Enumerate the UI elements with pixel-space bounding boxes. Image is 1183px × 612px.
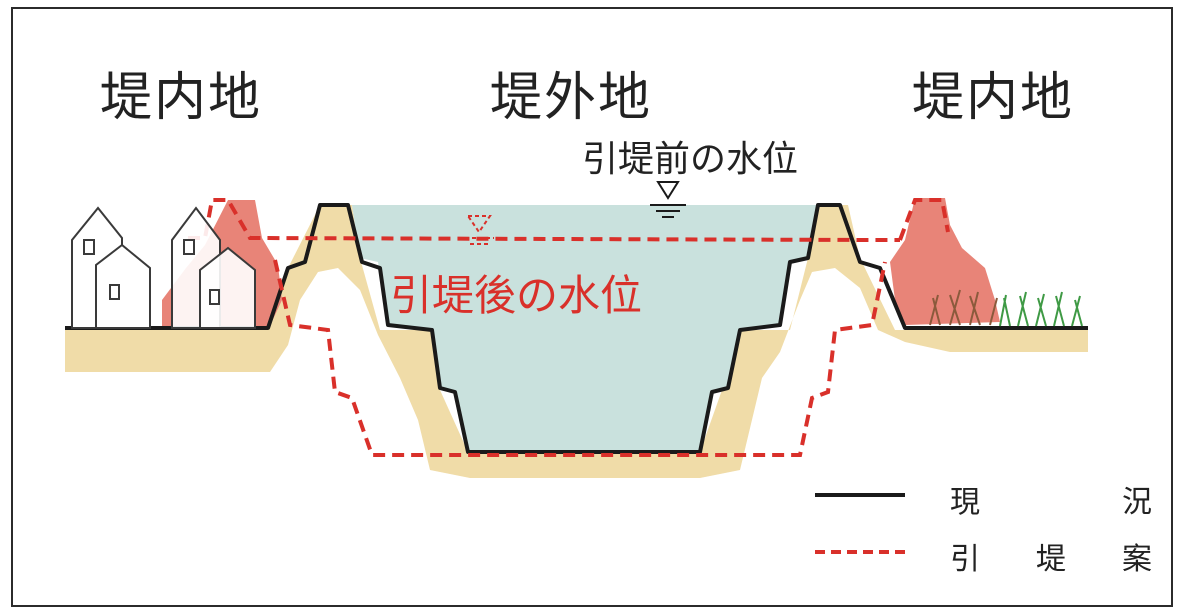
house-icon	[71, 206, 151, 329]
proposed-levee-right-crest	[898, 198, 950, 241]
grass-icon	[929, 289, 998, 326]
house-icon	[171, 206, 256, 329]
region-label-right: 堤内地	[912, 68, 1075, 128]
legend-label-current-char-1: 現	[950, 485, 980, 520]
region-label-center: 堤外地	[490, 68, 653, 128]
removed-levee-right	[890, 198, 1000, 325]
water-level-marker-icon	[465, 215, 494, 245]
water-level-after-label: 引堤後の水位	[390, 271, 643, 320]
water-level-marker-icon	[650, 181, 686, 218]
legend-label-current-char-2: 況	[1122, 485, 1152, 520]
legend-label-proposed-char-3: 案	[1122, 542, 1152, 577]
river-water	[352, 205, 818, 452]
ground-fill	[65, 205, 1088, 478]
legend-label-proposed-char-2: 堤	[1036, 542, 1066, 577]
proposed-levee-floor	[273, 259, 887, 457]
diagram-frame	[11, 7, 1173, 607]
legend-label-proposed-char-1: 引	[950, 542, 980, 577]
water-level-before-label: 引堤前の水位	[582, 139, 799, 180]
region-label-left: 堤内地	[100, 68, 263, 128]
grass-icon	[999, 291, 1083, 327]
current-levee-line	[65, 203, 1088, 454]
